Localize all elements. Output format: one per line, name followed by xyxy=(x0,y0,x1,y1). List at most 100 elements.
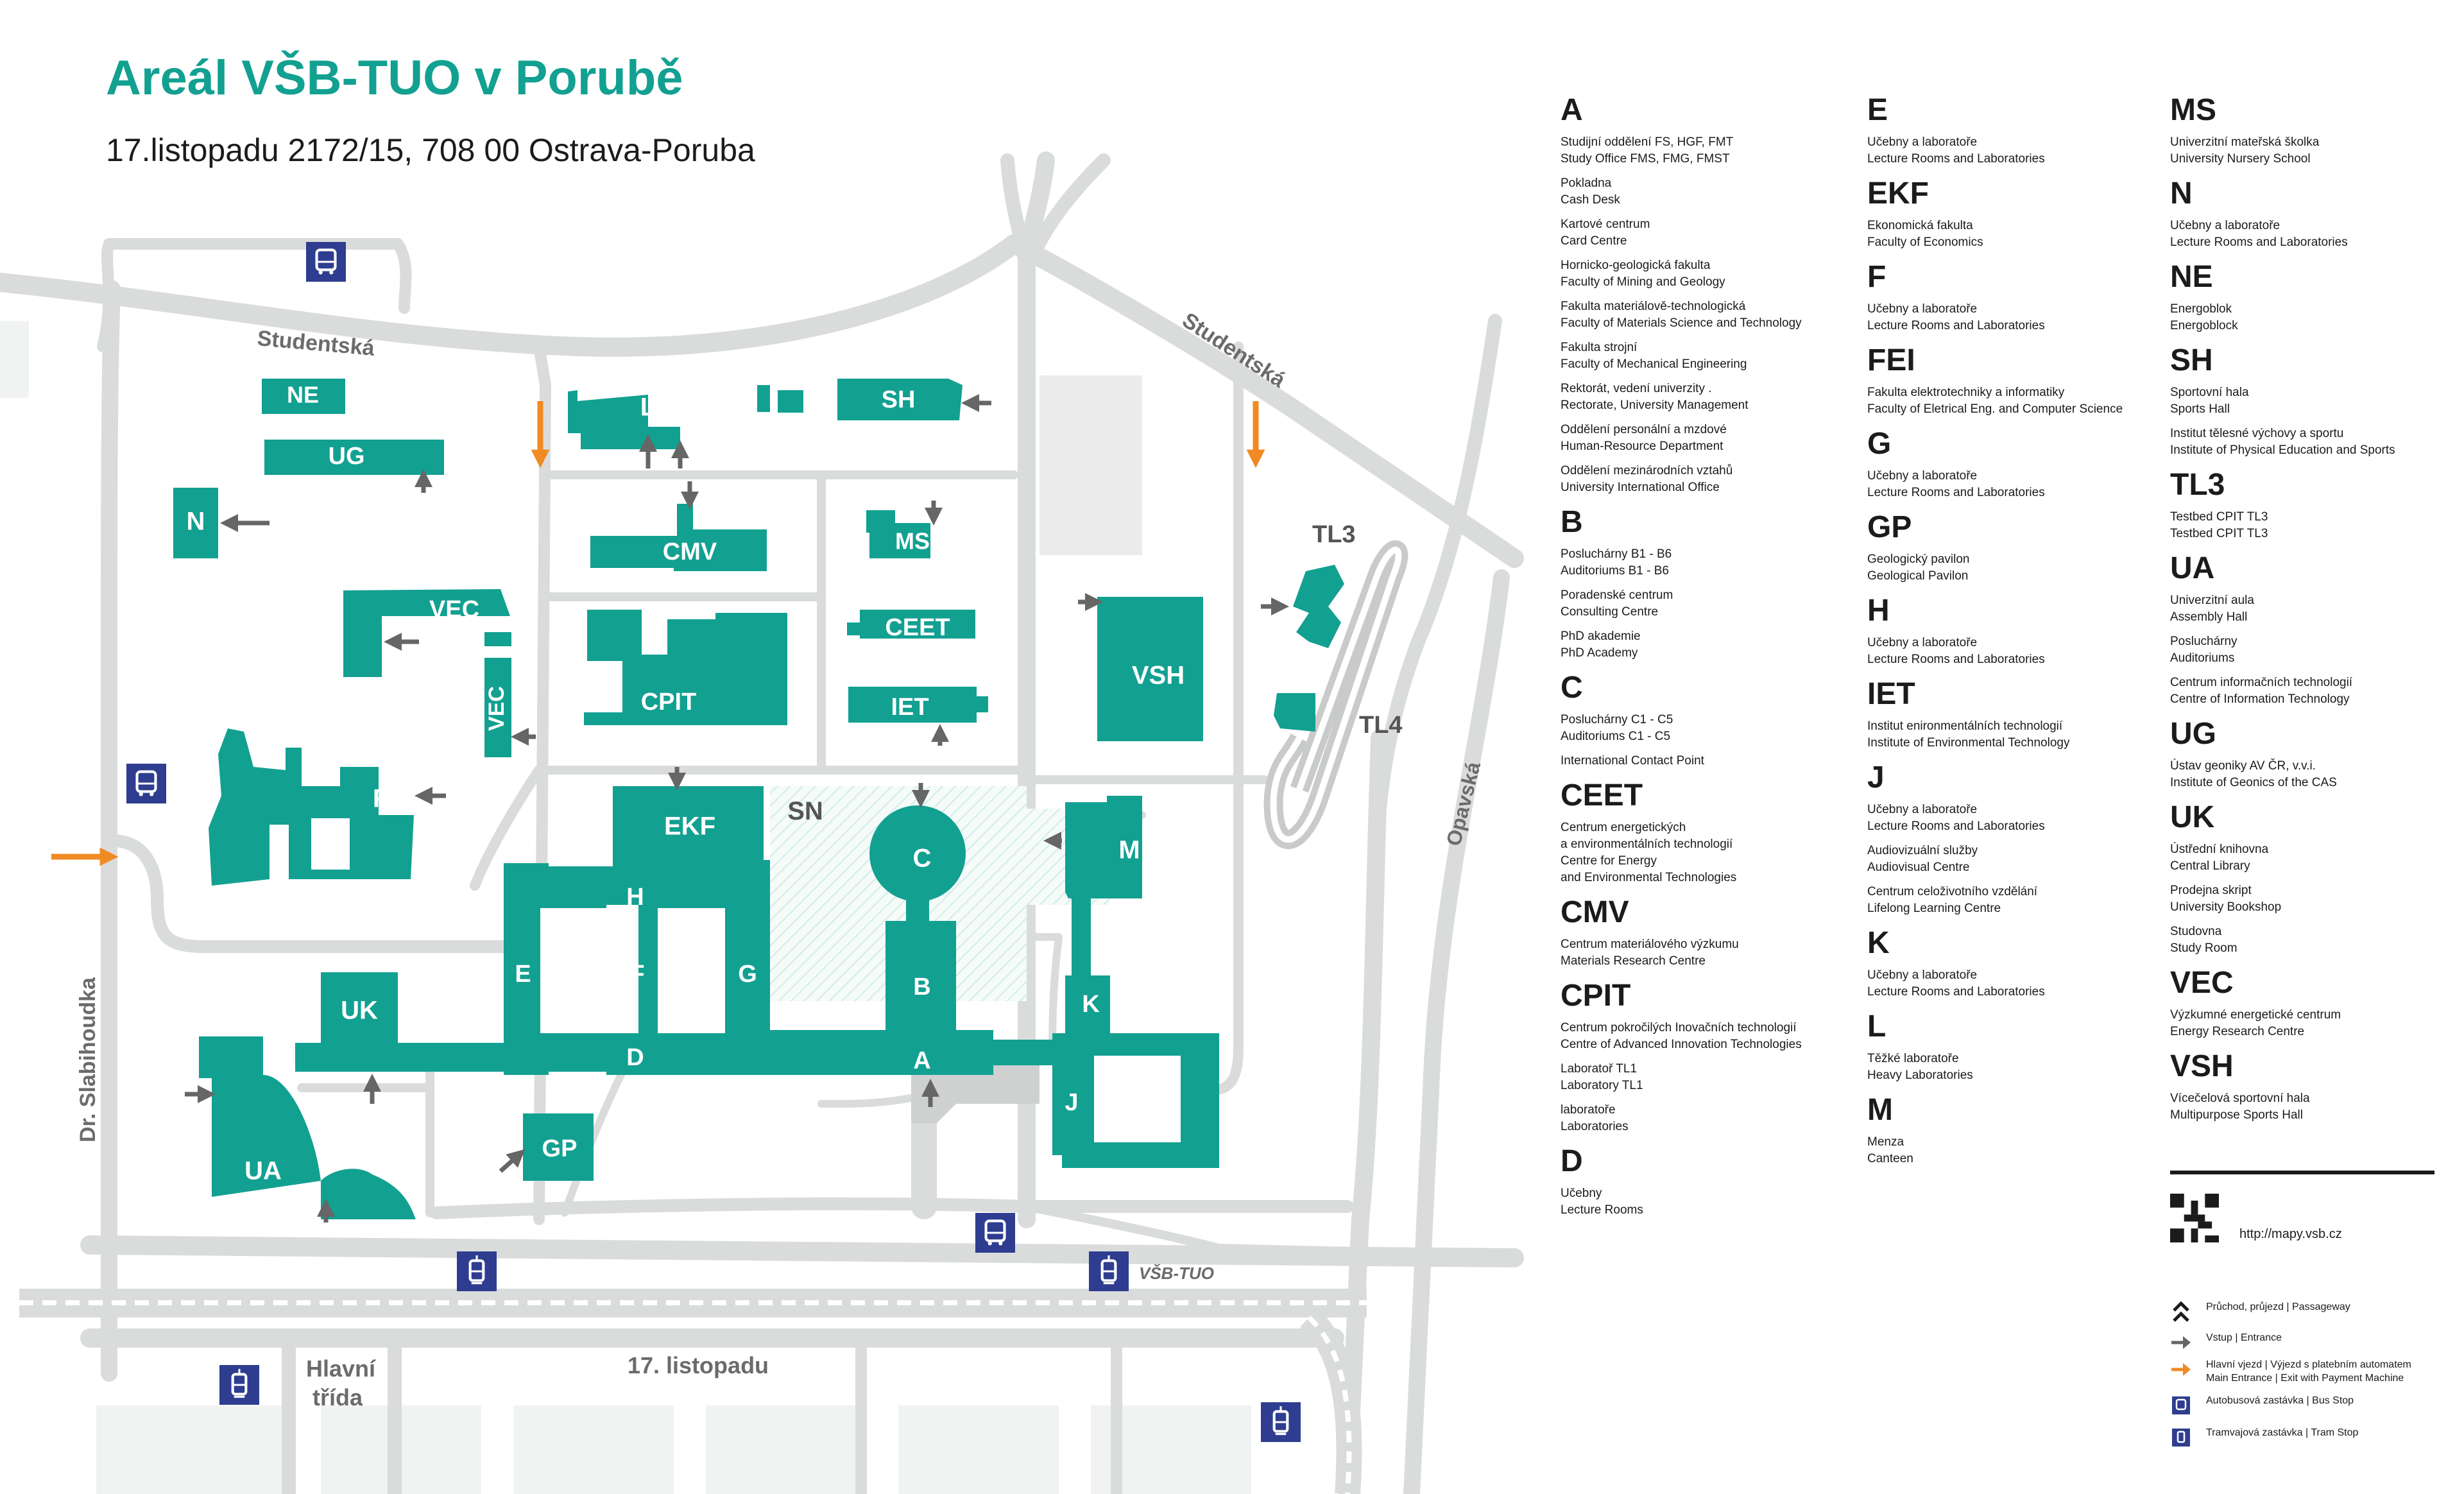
map-address: 17.listopadu 2172/15, 708 00 Ostrava-Por… xyxy=(106,132,755,168)
entrance-arrow-icon xyxy=(2171,1336,2191,1349)
background-blocks xyxy=(0,321,1251,1494)
label-l: L xyxy=(640,393,656,422)
building-m xyxy=(1065,796,1142,898)
legend-divider xyxy=(2170,1171,2434,1174)
building-k xyxy=(1065,975,1110,1033)
building-ceet xyxy=(860,610,975,639)
key-bus-stop: Autobusová zastávka | Bus Stop xyxy=(2170,1391,2452,1422)
street-17-listopadu: 17. listopadu xyxy=(628,1352,769,1378)
map-url-link[interactable]: http://mapy.vsb.cz xyxy=(2239,1227,2342,1241)
key-tram-stop: Tramvajová zastávka | Tram Stop xyxy=(2170,1423,2452,1454)
label-ug: UG xyxy=(329,443,365,470)
building-tl4 xyxy=(1274,693,1315,732)
label-gp: GP xyxy=(542,1135,578,1162)
campus-map: NE UG N L SH CMV MS VEC VEC CPIT CEET IE… xyxy=(0,151,1524,1494)
label-ms: MS xyxy=(895,528,930,554)
building-j-courtyard xyxy=(1094,1056,1181,1142)
entrance-arrows xyxy=(185,394,1289,1223)
street-hlavni-1: Hlavní xyxy=(306,1355,376,1382)
label-iet: IET xyxy=(891,694,928,721)
label-ekf: EKF xyxy=(664,812,715,841)
label-ceet: CEET xyxy=(885,614,950,641)
building-fei xyxy=(209,728,414,886)
legend-entry-ug: UG Ústav geoniky AV ČR, v.v.i.Institute … xyxy=(2170,717,2337,789)
main-entrance-arrows xyxy=(51,401,1265,866)
legend-entry-fei: FEI Fakulta elektrotechniky a informatik… xyxy=(1867,343,2123,416)
main-entrance-icon xyxy=(2171,1363,2191,1376)
tram-stop-icon-4 xyxy=(1261,1402,1301,1442)
building-ne xyxy=(262,379,345,414)
building-ms xyxy=(866,510,930,558)
label-tl4: TL4 xyxy=(1359,712,1403,739)
tram-stop-icon-1 xyxy=(457,1251,497,1291)
label-ua: UA xyxy=(244,1157,282,1185)
label-j: J xyxy=(1065,1089,1078,1116)
building-l xyxy=(568,390,680,449)
label-vsh: VSH xyxy=(1132,662,1185,690)
building-vsh xyxy=(1097,597,1203,741)
building-iet xyxy=(848,687,977,723)
map-title: Areál VŠB-TUO v Porubě xyxy=(106,51,683,105)
legend-entry-iet: IET Institut enironmentálních technologi… xyxy=(1867,677,2070,750)
tram-stop-icon xyxy=(2172,1429,2190,1447)
street-hlavni-2: třída xyxy=(312,1384,363,1411)
label-g: G xyxy=(738,961,757,988)
building-vec xyxy=(343,589,510,677)
label-cmv: CMV xyxy=(663,538,717,565)
label-c: C xyxy=(913,845,932,873)
building-ug xyxy=(264,440,444,475)
street-slabihoudka: Dr. Slabihoudka xyxy=(76,977,100,1142)
building-gp xyxy=(523,1113,594,1181)
vsb-stop-label: VŠB-TUO xyxy=(1139,1264,1214,1283)
label-d: D xyxy=(626,1044,644,1071)
bus-stop-icon xyxy=(2172,1396,2190,1414)
street-opavska: Opavská xyxy=(1442,759,1485,848)
building-sh xyxy=(837,379,963,420)
building-vec2 xyxy=(484,658,511,757)
label-n: N xyxy=(187,508,205,536)
label-b: B xyxy=(913,974,930,1000)
bus-stop-icon-studentska xyxy=(306,242,346,282)
rail-track xyxy=(19,1289,1367,1494)
label-vec-vertical: VEC xyxy=(484,686,509,731)
building-c xyxy=(869,805,966,902)
passageway-icon xyxy=(2173,1301,2189,1322)
label-h: H xyxy=(626,884,644,911)
label-ne: NE xyxy=(287,382,319,408)
label-f: F xyxy=(629,961,644,988)
label-k: K xyxy=(1082,991,1100,1018)
building-tl3 xyxy=(1293,565,1344,648)
label-cpit: CPIT xyxy=(641,689,697,716)
label-a: A xyxy=(913,1047,930,1074)
legend-entry-cpit: CPIT Centrum pokročilých Inovačních tech… xyxy=(1561,979,1802,1133)
building-cmv xyxy=(590,504,767,571)
label-tl3: TL3 xyxy=(1312,521,1356,548)
label-sh: SH xyxy=(882,386,916,413)
key-passageway: Průchod, průjezd | Passageway xyxy=(2170,1298,2452,1328)
building-d xyxy=(606,1033,760,1075)
building-n xyxy=(173,488,218,558)
